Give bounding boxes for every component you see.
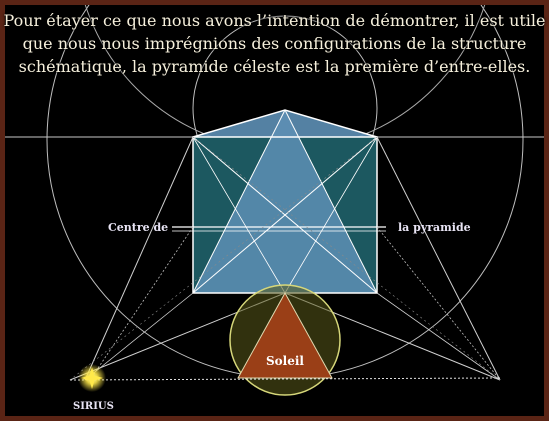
pyramid-triangle (193, 110, 377, 293)
left-dashed-line (89, 226, 194, 381)
label-centre-de: Centre de (108, 221, 169, 234)
sun-triangle (237, 291, 333, 379)
label-sirius: SIRIUS (73, 401, 114, 412)
left-outer-line (84, 136, 194, 381)
diagonal-2 (192, 136, 378, 294)
label-la-pyramide: la pyramide (398, 221, 471, 234)
caption-line-2: que nous nous imprégnions des configurat… (22, 34, 527, 53)
right-dashed-line (376, 226, 501, 381)
triangle-left-edge (192, 109, 286, 294)
right-low-line (376, 292, 501, 381)
star-glyph (81, 367, 103, 389)
right-outer-line (376, 136, 501, 381)
inner-line-2 (284, 136, 378, 294)
caption-line-1: Pour étayer ce que nous avons l’intentio… (3, 11, 546, 30)
inner-line-1 (192, 136, 286, 294)
left-low-line (84, 292, 194, 381)
caption-line-3: schématique, la pyramide céleste est la … (18, 57, 531, 76)
cross-dashed-1 (192, 136, 501, 381)
triangle-right-edge (284, 109, 378, 294)
pyramid-apex (193, 110, 377, 137)
cross-dashed-2 (69, 136, 378, 381)
label-soleil: Soleil (266, 354, 304, 368)
